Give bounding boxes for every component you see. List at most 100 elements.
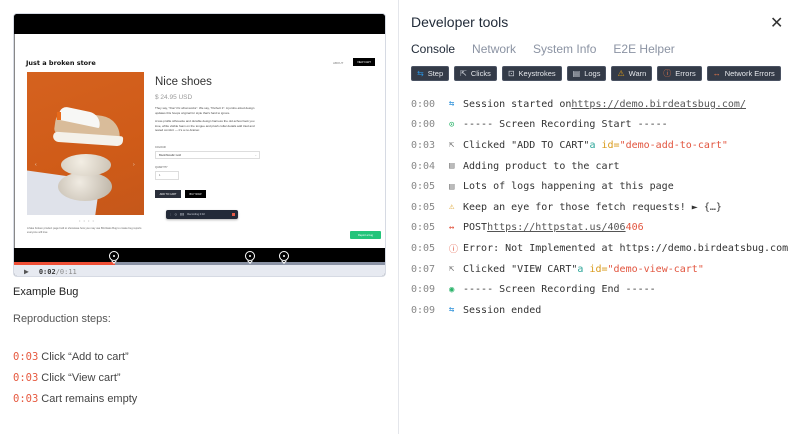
buy-now-button: BUY NOW bbox=[185, 190, 206, 198]
current-time: 0:02 bbox=[38, 267, 56, 276]
log-row[interactable]: 0:04 ▤ Adding product to the cart bbox=[411, 156, 788, 177]
timeline-track[interactable] bbox=[14, 262, 385, 265]
play-icon[interactable]: ▶ bbox=[24, 267, 29, 276]
log-row[interactable]: 0:03 ⇱ Clicked "ADD TO CART" a id="demo-… bbox=[411, 135, 788, 156]
store-footer-text: A fake broken product page built to show… bbox=[27, 227, 142, 234]
step-icon: ⇆ bbox=[449, 305, 455, 316]
filter-label: Logs bbox=[584, 69, 601, 78]
log-timestamp[interactable]: 0:05 bbox=[411, 181, 436, 193]
product-image: ‹ › bbox=[27, 72, 144, 215]
log-row[interactable]: 0:07 ⇱ Clicked "VIEW CART" a id="demo-vi… bbox=[411, 259, 788, 280]
log-row[interactable]: 0:05 ⓘ Error: Not Implemented at https:/… bbox=[411, 238, 788, 259]
quantity-label: QUANTITY bbox=[155, 166, 168, 169]
tab-e2e-helper[interactable]: E2E Helper bbox=[613, 42, 675, 56]
log-timestamp[interactable]: 0:05 bbox=[411, 201, 436, 213]
timeline-progress bbox=[14, 262, 115, 265]
filter-step[interactable]: ⇆Step bbox=[411, 66, 450, 81]
tab-network[interactable]: Network bbox=[472, 42, 517, 56]
log-row[interactable]: 0:09 ⇆ Session ended bbox=[411, 300, 788, 321]
log-row[interactable]: 0:09 ◉ ----- Screen Recording End ----- bbox=[411, 279, 788, 300]
video-player[interactable]: Just a broken store ABOUT VIEW CART ‹ › … bbox=[13, 13, 386, 277]
tab-system-info[interactable]: System Info bbox=[533, 42, 597, 56]
colour-label: COLOUR bbox=[155, 146, 166, 149]
cursor-icon: ⇱ bbox=[449, 140, 455, 151]
event-marker[interactable] bbox=[279, 251, 289, 261]
filter-label: Warn bbox=[628, 69, 647, 78]
log-timestamp[interactable]: 0:09 bbox=[411, 284, 436, 296]
log-timestamp[interactable]: 0:09 bbox=[411, 304, 436, 316]
left-pane: Just a broken store ABOUT VIEW CART ‹ › … bbox=[0, 0, 398, 434]
filter-network-errors[interactable]: ↔Network Errors bbox=[706, 66, 781, 81]
log-message: Error: Not Implemented at https://demo.b… bbox=[463, 242, 789, 254]
log-timestamp[interactable]: 0:05 bbox=[411, 242, 436, 254]
log-timestamp[interactable]: 0:05 bbox=[411, 222, 436, 234]
tab-console[interactable]: Console bbox=[411, 42, 456, 56]
log-timestamp[interactable]: 0:03 bbox=[411, 139, 436, 151]
event-marker[interactable] bbox=[109, 251, 119, 261]
player-top-bar bbox=[14, 14, 385, 34]
product-description: They say, "Don't fix what works". We say… bbox=[155, 106, 260, 137]
total-time: /0:11 bbox=[55, 267, 77, 276]
warning-icon: ⚠ bbox=[449, 202, 455, 213]
chevron-right-icon: › bbox=[133, 162, 135, 168]
log-row[interactable]: 0:05 ↔ POST https://httpstat.us/406 406 bbox=[411, 218, 788, 239]
log-timestamp[interactable]: 0:07 bbox=[411, 263, 436, 275]
event-marker[interactable] bbox=[245, 251, 255, 261]
carousel-dots: • • • • bbox=[79, 218, 95, 223]
log-icon: ▤ bbox=[449, 161, 455, 172]
chevron-left-icon: ‹ bbox=[35, 162, 37, 168]
product-name: Nice shoes bbox=[155, 76, 212, 88]
add-to-cart-button: ADD TO CART bbox=[155, 190, 181, 198]
description-para-1: They say, "Don't fix what works". We say… bbox=[155, 106, 255, 115]
log-message: Clicked "ADD TO CART" bbox=[463, 139, 590, 151]
bug-title: Example Bug bbox=[13, 286, 79, 298]
log-row[interactable]: 0:05 ▤ Lots of logs happening at this pa… bbox=[411, 176, 788, 197]
log-message: ----- Screen Recording End ----- bbox=[463, 284, 656, 296]
log-timestamp[interactable]: 0:00 bbox=[411, 98, 436, 110]
filter-label: Keystrokes bbox=[518, 69, 556, 78]
request-url-link[interactable]: https://httpstat.us/406 bbox=[487, 222, 626, 234]
store-view-cart-button: VIEW CART bbox=[353, 58, 375, 66]
stop-icon bbox=[232, 213, 235, 216]
product-price: $ 24.95 USD bbox=[155, 94, 193, 101]
log-row[interactable]: 0:05 ⚠ Keep an eye for those fetch reque… bbox=[411, 197, 788, 218]
filter-logs[interactable]: ▤Logs bbox=[566, 66, 607, 81]
network-icon: ↔ bbox=[712, 69, 721, 78]
log-timestamp[interactable]: 0:04 bbox=[411, 160, 436, 172]
store-nav-about: ABOUT bbox=[333, 61, 344, 65]
colour-select: Black/Metallic Gold ⌄ bbox=[155, 151, 260, 159]
filter-warn[interactable]: ⚠Warn bbox=[611, 66, 653, 81]
log-message: Lots of logs happening at this page bbox=[463, 181, 674, 193]
step-icon: ⇆ bbox=[417, 69, 424, 78]
colour-value: Black/Metallic Gold bbox=[159, 153, 182, 157]
log-row[interactable]: 0:00 ⊙ ----- Screen Recording Start ----… bbox=[411, 115, 788, 136]
filter-clicks[interactable]: ⇱Clicks bbox=[454, 66, 497, 81]
session-url-link[interactable]: https://demo.birdeatsbug.com/ bbox=[571, 98, 746, 110]
html-attr-value: "demo-view-cart" bbox=[607, 263, 704, 275]
description-para-2: A low-profile silhouette and durable des… bbox=[155, 119, 255, 133]
log-message: Session started on bbox=[463, 98, 572, 110]
log-message: ----- Screen Recording Start ----- bbox=[463, 119, 668, 131]
step-timestamp[interactable]: 0:03 bbox=[13, 393, 39, 405]
keyboard-icon: ⊡ bbox=[507, 69, 515, 78]
log-row[interactable]: 0:00 ⇆ Session started on https://demo.b… bbox=[411, 94, 788, 115]
log-timestamp[interactable]: 0:00 bbox=[411, 119, 436, 131]
devtools-title: Developer tools bbox=[411, 14, 509, 30]
step-timestamp[interactable]: 0:03 bbox=[13, 351, 39, 363]
warning-icon: ⚠ bbox=[617, 69, 625, 78]
log-message[interactable]: Keep an eye for those fetch requests! ► … bbox=[463, 201, 722, 213]
log-icon: ▤ bbox=[572, 69, 581, 78]
error-icon: ⓘ bbox=[663, 69, 672, 78]
timeline-scrubber[interactable] bbox=[14, 248, 385, 265]
chevron-down-icon: ⌄ bbox=[254, 153, 257, 157]
log-icon: ▤ bbox=[449, 181, 455, 192]
drag-handle-icon: ⋮ bbox=[169, 213, 172, 216]
pane-divider bbox=[398, 0, 399, 434]
step-timestamp[interactable]: 0:03 bbox=[13, 372, 39, 384]
html-attr: id= bbox=[601, 139, 620, 151]
filter-keystrokes[interactable]: ⊡Keystrokes bbox=[501, 66, 562, 81]
close-icon[interactable]: ✕ bbox=[770, 15, 784, 32]
